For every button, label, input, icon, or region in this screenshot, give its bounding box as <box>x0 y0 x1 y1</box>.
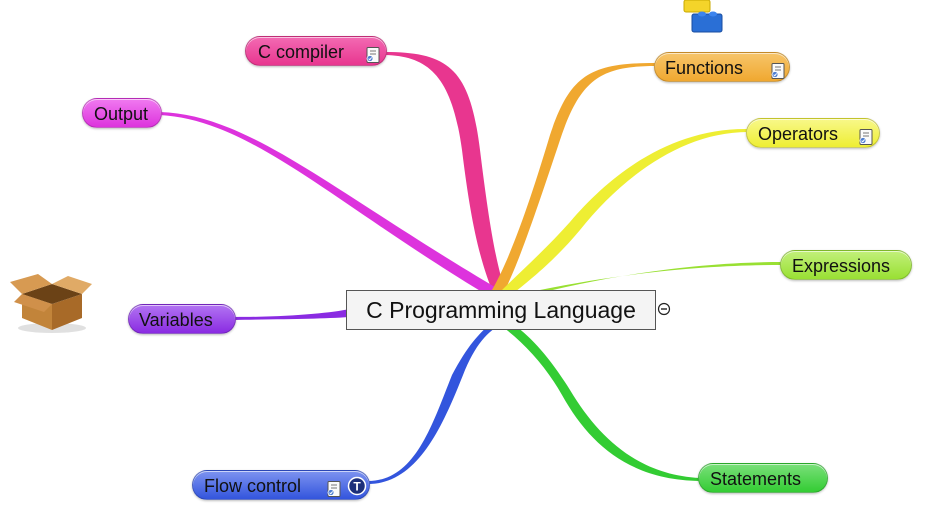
topic-label: Operators <box>758 124 839 144</box>
connector-operators <box>500 128 748 292</box>
topic-variables[interactable]: Variables <box>128 304 236 334</box>
topic-label: Variables <box>139 310 213 330</box>
lego-bricks-icon <box>683 0 723 33</box>
topic-output[interactable]: Output <box>82 98 162 128</box>
connector-flow-control <box>368 322 505 484</box>
notes-icon[interactable] <box>857 125 875 145</box>
topic-c-compiler[interactable]: C compiler <box>245 36 387 66</box>
topic-functions[interactable]: Functions <box>654 52 790 82</box>
svg-text:T: T <box>353 480 361 494</box>
connector-functions <box>492 63 655 290</box>
connector-variables <box>234 309 350 320</box>
topic-operators[interactable]: Operators <box>746 118 880 148</box>
connector-output <box>160 112 500 292</box>
topic-expressions[interactable]: Expressions <box>780 250 912 280</box>
topic-badge-icon[interactable]: T <box>347 476 367 496</box>
mind-map-canvas: C Programming Language C compiler Output… <box>10 0 912 500</box>
topic-flow-control[interactable]: Flow control T <box>192 470 370 500</box>
open-box-icon <box>10 274 92 333</box>
collapse-minus-icon[interactable] <box>657 302 671 316</box>
connector-c-compiler <box>385 52 505 290</box>
topic-label: Flow control <box>204 476 302 496</box>
topic-label: C compiler <box>258 42 345 62</box>
notes-icon[interactable] <box>325 477 343 497</box>
connector-statements <box>496 322 700 481</box>
central-topic-label: C Programming Language <box>366 297 636 323</box>
topic-label: Output <box>94 104 149 124</box>
topic-label: Functions <box>665 58 744 78</box>
notes-icon[interactable] <box>364 43 382 63</box>
central-topic[interactable]: C Programming Language <box>346 290 656 330</box>
topic-label: Statements <box>710 469 802 489</box>
topic-statements[interactable]: Statements <box>698 463 828 493</box>
topic-label: Expressions <box>792 256 891 276</box>
notes-icon[interactable] <box>769 59 787 79</box>
branch-connectors <box>160 52 782 484</box>
